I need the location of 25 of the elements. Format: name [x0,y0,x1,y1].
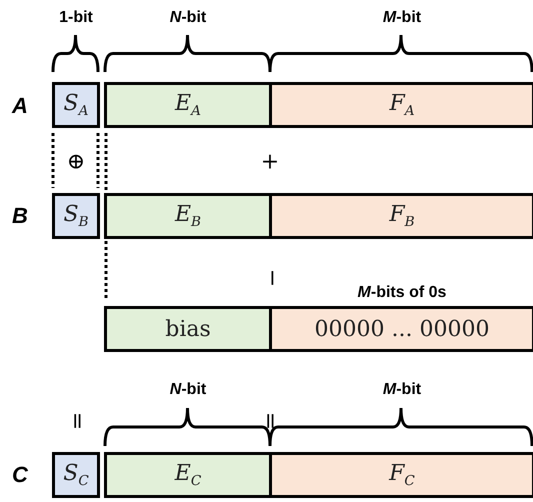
bit-width-label: N-bit [170,381,206,399]
exponent-field: E$_{C}$ [104,452,272,498]
zero-bits-label: M-bits of 0s [358,284,446,302]
result-label: C [12,462,28,488]
fraction-field: F$_{B}$ [269,193,533,239]
bit-width-label: M-bit [382,9,422,27]
exponent-field: E$_{B}$ [104,193,272,239]
plus-sign: + [260,150,280,174]
operand-label: B [12,203,28,229]
zero-bits-field: 00000 ... 00000 [269,306,533,352]
operand-label: A [12,93,28,119]
equals-sign: = [64,412,90,430]
sign-field: S$_{B}$ [52,193,100,239]
bias-field: bias [104,306,272,352]
bit-width-label: M-bit [382,381,422,399]
equals-sign: = [258,412,282,430]
bit-width-label: 1-bit [59,9,93,27]
fraction-field: F$_{A}$ [269,82,533,128]
sign-field: S$_{A}$ [52,82,100,128]
exponent-field: E$_{A}$ [104,82,272,128]
bit-width-label: N-bit [170,9,206,27]
sign-field: S$_{C}$ [52,452,100,498]
xor-symbol: ⊕ [66,150,86,174]
fraction-field: F$_{C}$ [269,452,533,498]
minus-sign: − [260,268,284,288]
